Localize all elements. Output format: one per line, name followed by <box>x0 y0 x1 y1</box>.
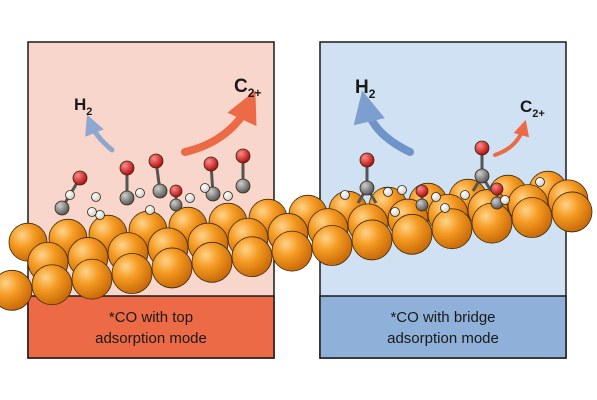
carbon-atom <box>119 190 135 206</box>
copper-atom <box>31 264 73 306</box>
hydrogen-atom <box>390 207 400 217</box>
carbon-atom <box>474 168 490 184</box>
copper-slab <box>0 170 593 311</box>
oxygen-atom <box>235 148 251 164</box>
copper-atom <box>271 230 313 272</box>
carbon-atom <box>54 200 70 216</box>
left-panel: *CO with top adsorption mode H2 C2+ <box>27 41 275 359</box>
left-caption-line2: adsorption mode <box>95 330 207 347</box>
oxygen-atom <box>359 152 375 168</box>
copper-atom <box>111 253 153 294</box>
oxygen-atom <box>474 140 490 156</box>
hydrogen-atom <box>91 192 101 202</box>
right-c2-arrow <box>493 119 530 157</box>
hydrogen-atom <box>145 205 155 215</box>
right-c2-label: C2+ <box>520 97 545 120</box>
right-caption-line2: adsorption mode <box>387 330 499 347</box>
left-h2-arrow <box>85 114 115 153</box>
oxygen-atom <box>148 153 164 169</box>
copper-atom <box>0 269 33 311</box>
carbon-atom <box>415 198 429 212</box>
oxygen-atom <box>119 160 135 176</box>
right-caption-box <box>319 295 567 359</box>
copper-atom <box>511 197 553 238</box>
carbon-atom <box>235 178 251 194</box>
copper-atom <box>551 191 593 233</box>
hydrogen-atom <box>535 177 545 187</box>
oxygen-atom <box>72 170 88 186</box>
left-caption-line1: *CO with top <box>109 309 193 326</box>
oxygen-atom <box>490 182 504 196</box>
carbon-atom <box>169 198 183 212</box>
right-h2-label: H2 <box>355 77 376 101</box>
left-c2-label: C2+ <box>234 76 261 100</box>
copper-atom <box>351 219 393 261</box>
hydrogen-atom <box>500 195 510 205</box>
oxygen-atom <box>169 184 183 198</box>
carbon-atom <box>359 180 375 196</box>
oxygen-atom <box>415 184 429 198</box>
hydrogen-atom <box>431 192 441 202</box>
left-h2-label: H2 <box>74 95 92 118</box>
hydrogen-atom <box>397 185 407 195</box>
hydrogen-atom <box>135 188 145 198</box>
copper-atom <box>431 208 473 250</box>
hydrogen-atom <box>65 190 75 200</box>
hydrogen-atom <box>460 190 470 200</box>
carbon-atom <box>205 186 221 202</box>
copper-atom <box>471 202 513 244</box>
hydrogen-atom <box>340 190 350 200</box>
hydrogen-atom <box>185 193 195 203</box>
hydrogen-atom <box>383 187 393 197</box>
oxygen-atom <box>203 156 219 172</box>
carbon-atom <box>152 183 168 199</box>
copper-atom <box>311 225 353 266</box>
hydrogen-atom <box>440 203 450 213</box>
copper-atom <box>391 213 433 255</box>
hydrogen-atom <box>87 207 97 217</box>
hydrogen-atom <box>200 183 210 193</box>
left-caption-box <box>27 295 275 359</box>
adsorbate-molecules <box>54 140 545 220</box>
copper-atom <box>191 241 233 283</box>
copper-atom <box>151 247 193 289</box>
right-h2-arrow <box>353 90 414 156</box>
left-c2-arrow <box>181 90 257 156</box>
copper-atom <box>71 258 113 300</box>
hydrogen-atom <box>223 191 233 201</box>
right-caption-line1: *CO with bridge <box>390 309 495 326</box>
copper-atom <box>231 236 273 278</box>
